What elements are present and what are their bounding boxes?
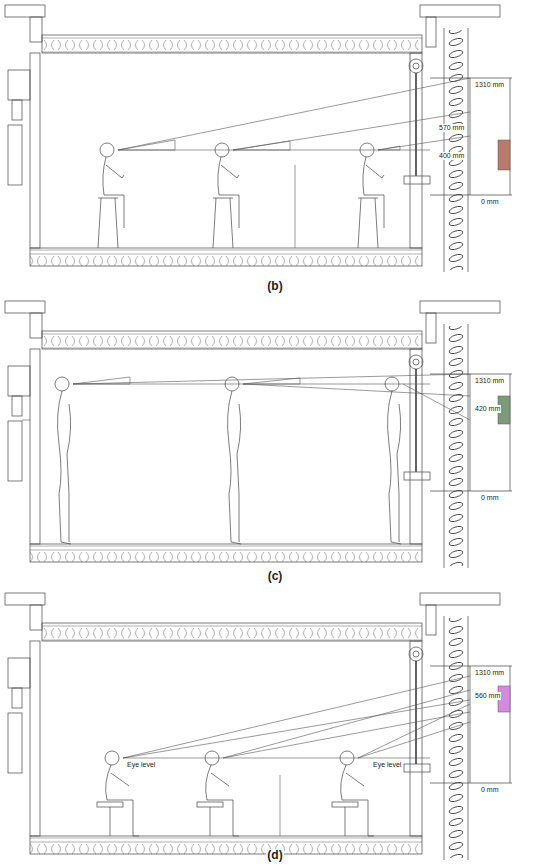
panel-label: (c) (267, 570, 284, 583)
dimension-label: Eye level (126, 761, 156, 769)
dimension-label: 420 mm (474, 405, 501, 413)
dimension-label: 1310 mm (474, 377, 505, 385)
dimension-label: 570 mm (438, 124, 465, 132)
dimension-label: 0 mm (480, 786, 500, 794)
dimension-label: 400 mm (438, 152, 465, 160)
panel-label: (b) (266, 280, 283, 293)
dimension-label: 1310 mm (474, 669, 505, 677)
dimension-label: 0 mm (480, 494, 500, 502)
panel-label: (d) (266, 849, 283, 862)
dimension-label: 0 mm (480, 198, 500, 206)
dimension-label: 560 mm (474, 692, 501, 700)
dimension-label: 1310 mm (474, 81, 505, 89)
dimension-label: Eye level (372, 761, 402, 769)
